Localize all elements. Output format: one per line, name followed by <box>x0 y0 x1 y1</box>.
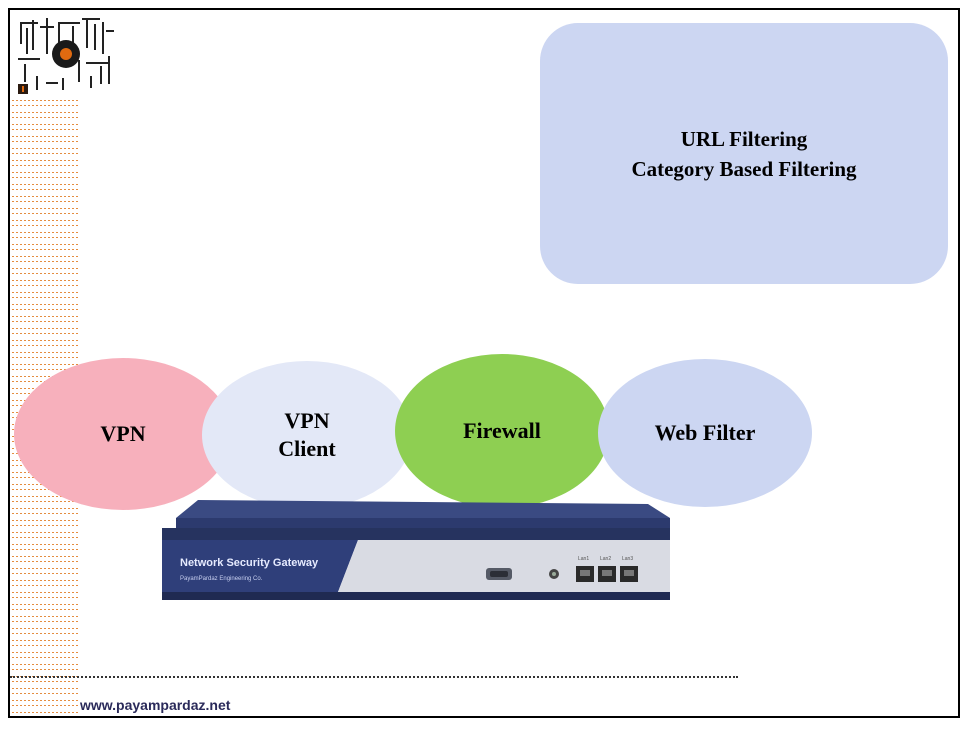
vpn-client-bubble: VPN Client <box>202 361 412 509</box>
feature-line-url-filtering: URL Filtering <box>680 126 808 151</box>
feature-line-category-filtering: Category Based Filtering <box>631 156 857 181</box>
vpn-bubble: VPN <box>14 358 232 510</box>
web-filter-bubble: Web Filter <box>598 359 812 507</box>
footer-divider <box>10 676 738 678</box>
vpn-client-label-line2: Client <box>278 436 336 461</box>
lan1-label: Lan1 <box>578 556 589 562</box>
device-sublabel: PayamPardaz Engineering Co. <box>180 576 263 582</box>
lan2-label: Lan2 <box>600 556 611 562</box>
slide-frame: URL Filtering Category Based Filtering V… <box>8 8 960 718</box>
vpn-client-label-line1: VPN <box>284 408 330 433</box>
web-filter-label: Web Filter <box>654 420 756 445</box>
lan3-label: Lan3 <box>622 556 633 562</box>
firewall-label: Firewall <box>463 418 541 443</box>
vpn-label: VPN <box>100 421 146 446</box>
serial-port-icon <box>486 568 512 580</box>
website-url[interactable]: www.payampardaz.net <box>80 697 231 713</box>
network-security-gateway-device: Network Security Gateway PayamPardaz Eng… <box>162 500 670 600</box>
company-logo <box>18 18 114 94</box>
lan-ports-icon <box>576 566 638 582</box>
firewall-bubble: Firewall <box>395 354 609 508</box>
feature-box: URL Filtering Category Based Filtering <box>540 23 948 284</box>
power-led-icon <box>549 569 559 579</box>
device-label: Network Security Gateway <box>180 557 319 569</box>
